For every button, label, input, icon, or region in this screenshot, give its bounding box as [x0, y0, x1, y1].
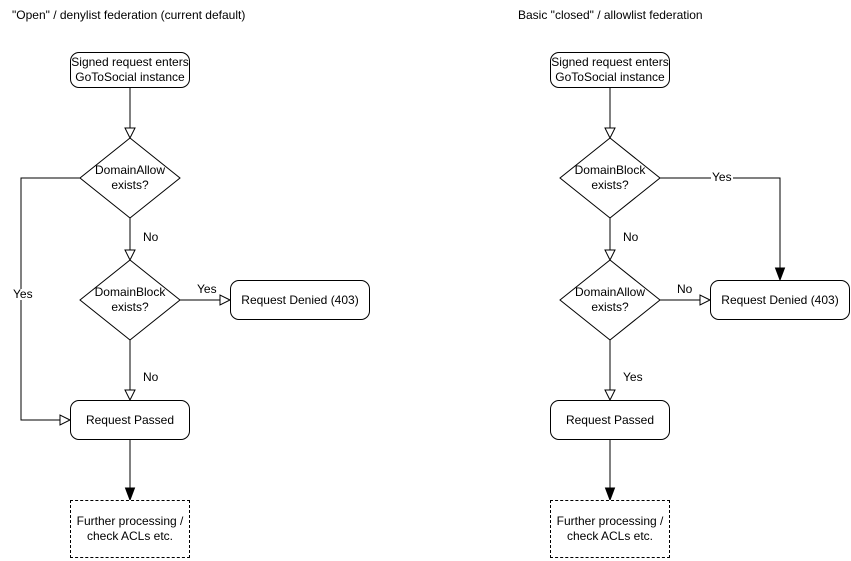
edge-label-right-d2-no: No [676, 282, 694, 296]
node-right-denied: Request Denied (403) [710, 280, 850, 320]
arrowhead-down-open [604, 389, 616, 402]
edge-label-left-d1-yes: Yes [12, 287, 34, 301]
node-right-further-processing: Further processing / check ACLs etc. [550, 500, 670, 558]
arrowhead-down-open [604, 127, 616, 140]
arrowhead-down-filled [604, 487, 616, 502]
arrowhead-right-open [59, 414, 72, 426]
node-left-decision2-label: DomainBlock exists? [94, 285, 166, 314]
right-chart-title: Basic "closed" / allowlist federation [518, 8, 703, 22]
arrowhead-right-open [219, 294, 232, 306]
arrowhead-down-open [124, 389, 136, 402]
edge-label-left-d2-no: No [142, 370, 160, 384]
node-left-passed: Request Passed [70, 400, 190, 440]
arrowhead-down-open [124, 127, 136, 140]
node-left-decision1-label: DomainAllow exists? [94, 163, 166, 192]
decision-diamond-left-2 [79, 259, 181, 341]
arrowhead-down-open [124, 249, 136, 262]
node-right-passed: Request Passed [550, 400, 670, 440]
node-right-start: Signed request enters GoToSocial instanc… [550, 52, 670, 88]
decision-diamond-right-1 [559, 137, 661, 219]
edge-right-decision1-yes-to-denied [660, 177, 781, 268]
arrowhead-down-open [604, 249, 616, 262]
edge-label-right-d1-yes: Yes [711, 170, 733, 184]
decision-diamond-right-2 [559, 259, 661, 341]
arrowhead-right-open [699, 294, 712, 306]
edge-label-right-d2-yes: Yes [622, 370, 644, 384]
node-left-denied: Request Denied (403) [230, 280, 370, 320]
decision-diamond-left-1 [79, 137, 181, 219]
edge-label-left-d2-yes: Yes [196, 282, 218, 296]
node-left-further-processing: Further processing / check ACLs etc. [70, 500, 190, 558]
node-right-decision1-label: DomainBlock exists? [574, 163, 646, 192]
arrowhead-down-filled [774, 267, 786, 282]
node-left-start: Signed request enters GoToSocial instanc… [70, 52, 190, 88]
edge-label-left-d1-no: No [142, 230, 160, 244]
arrowhead-down-filled [124, 487, 136, 502]
node-right-decision2-label: DomainAllow exists? [574, 285, 646, 314]
left-chart-title: "Open" / denylist federation (current de… [12, 8, 246, 22]
edge-label-right-d1-no: No [622, 230, 640, 244]
